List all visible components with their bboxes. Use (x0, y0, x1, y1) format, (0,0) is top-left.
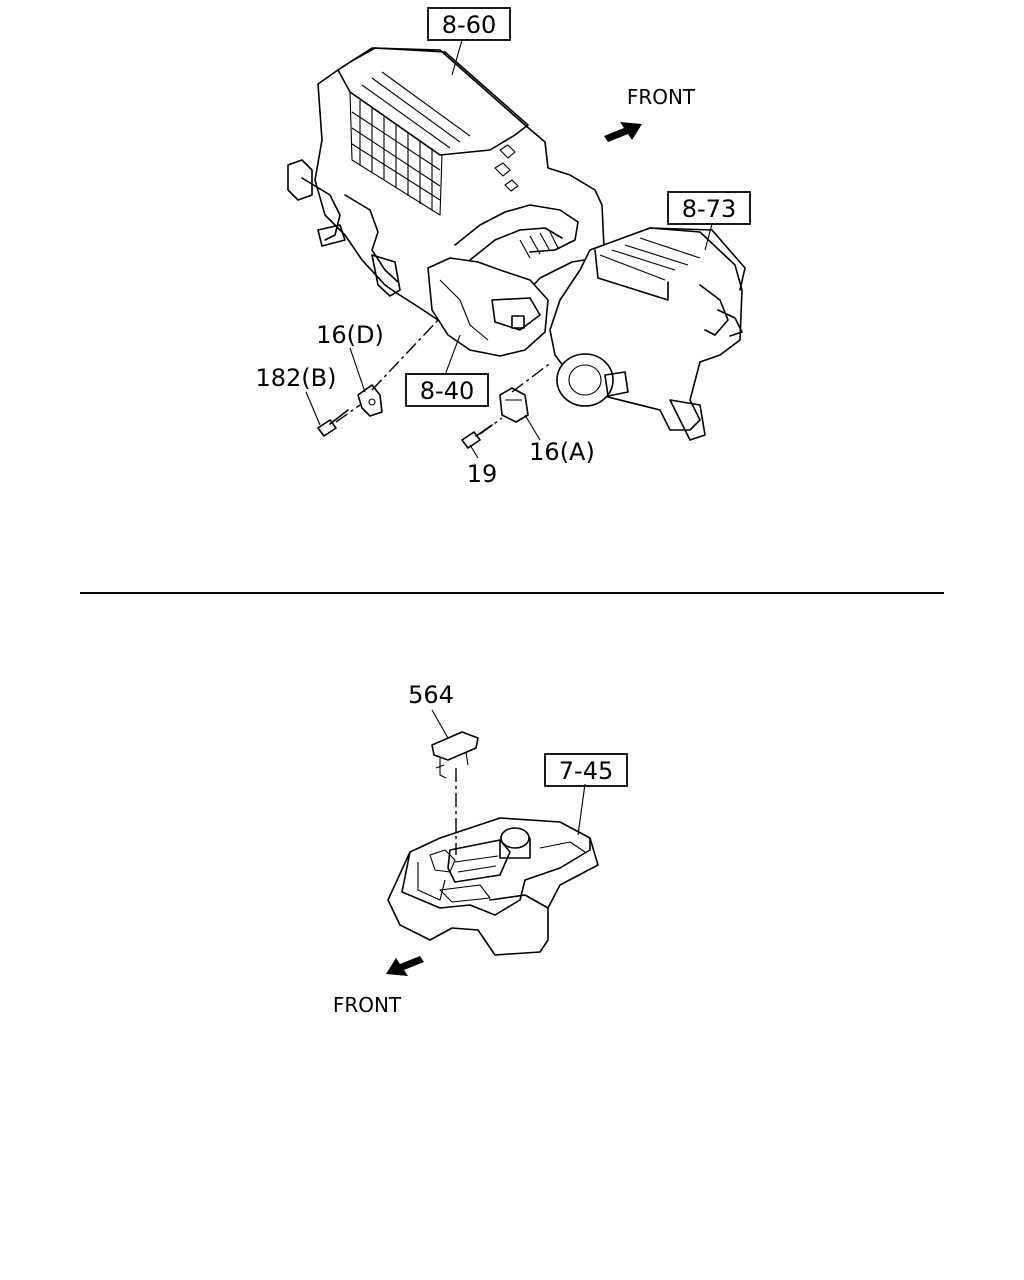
install-line-16d (371, 317, 441, 391)
ref-box-7-45 (544, 753, 628, 787)
ref-box-8-40 (405, 373, 489, 407)
leader-16d (349, 347, 366, 393)
part-label-182b: 182(B) (256, 364, 337, 392)
install-line-19 (479, 417, 503, 435)
ref-label-8-40[interactable]: 8-40 (420, 377, 474, 405)
ref-box-8-73 (667, 191, 751, 225)
front-arrow-icon-bottom (386, 956, 424, 976)
center-console-drawing (387, 817, 599, 956)
front-arrow-icon-top (604, 122, 642, 142)
front-label-bottom: FRONT (333, 993, 402, 1017)
screw-182b-drawing (317, 409, 349, 437)
part-label-16a: 16(A) (529, 438, 595, 466)
part-label-19: 19 (467, 460, 498, 488)
leader-8-60 (451, 39, 463, 76)
leader-8-73 (704, 223, 713, 251)
leader-182b (305, 391, 321, 426)
bracket-16d-drawing (357, 384, 383, 417)
part-564-drawing (431, 731, 479, 779)
part-label-564: 564 (408, 681, 454, 709)
hvac-heater-unit-drawing (287, 47, 746, 441)
part-label-16d: 16(D) (316, 321, 384, 349)
leader-16a (524, 414, 541, 441)
bracket-16a-drawing (499, 387, 529, 423)
ref-box-8-60 (427, 7, 511, 41)
leader-564 (431, 709, 449, 739)
ref-label-7-45[interactable]: 7-45 (559, 757, 613, 785)
install-line-16a (511, 361, 553, 393)
ref-label-8-73[interactable]: 8-73 (682, 195, 736, 223)
install-line-182b (335, 404, 361, 423)
leader-7-45 (577, 783, 586, 836)
leader-19 (469, 444, 479, 459)
leader-8-40 (444, 334, 461, 376)
ref-label-8-60[interactable]: 8-60 (442, 11, 496, 39)
front-label-top: FRONT (627, 85, 696, 109)
